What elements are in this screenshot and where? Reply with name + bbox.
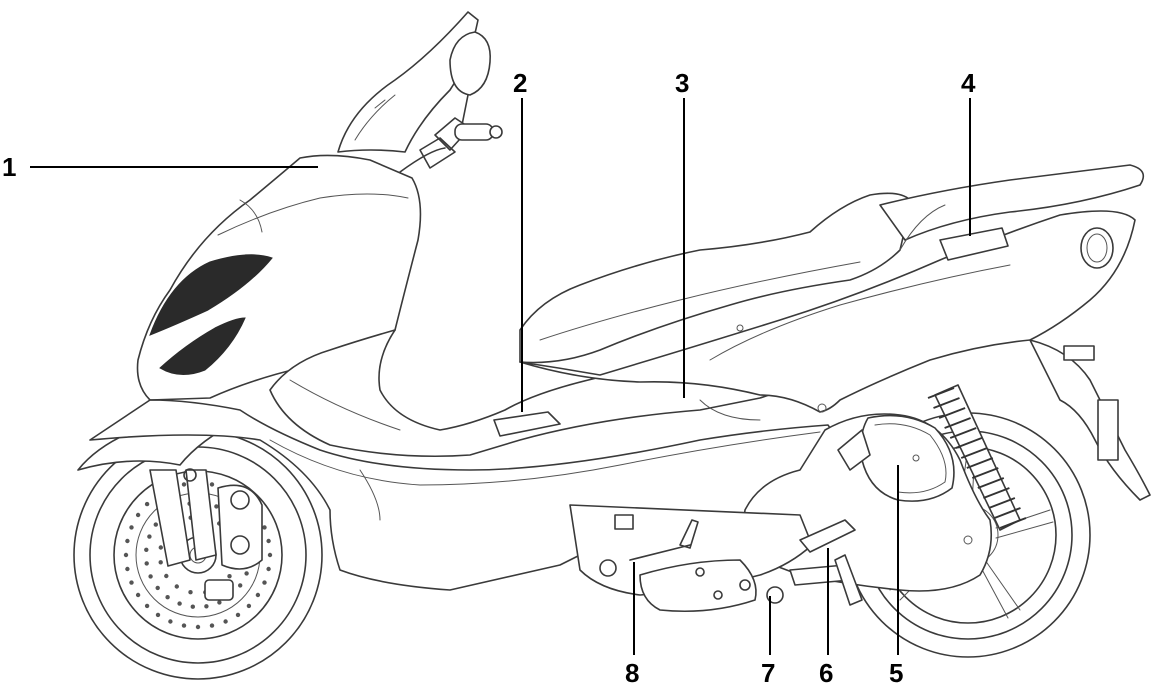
- disc-hole: [255, 592, 261, 598]
- spring-coil: [983, 487, 1010, 499]
- disc-hole: [148, 574, 153, 579]
- spring-coil: [927, 387, 955, 399]
- callout-3: 3: [675, 68, 689, 98]
- disc-hole: [123, 552, 129, 558]
- spring-coil: [971, 467, 999, 479]
- disc-hole: [217, 600, 222, 605]
- disc-hole: [155, 612, 161, 618]
- callouts: 1 2 3 4 5 6 7 8: [2, 68, 976, 687]
- front-fork: [149, 468, 263, 601]
- disc-hole: [190, 604, 195, 609]
- disc-hole: [177, 601, 182, 606]
- rear-fender: [1029, 339, 1151, 501]
- spring-coil: [938, 407, 966, 419]
- spring-coil: [933, 397, 960, 409]
- spring-coil: [960, 447, 988, 459]
- leader-lines: [30, 98, 971, 655]
- engine-block: [569, 504, 813, 612]
- disc-hole: [188, 590, 193, 595]
- spring-coil: [949, 427, 977, 439]
- spring-coil: [988, 497, 1016, 509]
- disc-hole: [266, 538, 271, 544]
- disc-hole: [125, 566, 130, 572]
- disc-hole: [238, 583, 243, 588]
- disc-hole: [165, 595, 170, 600]
- disc-hole: [214, 504, 219, 509]
- disc-hole: [144, 547, 149, 552]
- disc-hole: [204, 604, 209, 609]
- disc-hole: [209, 482, 215, 487]
- disc-hole: [168, 619, 173, 624]
- disc-hole: [223, 619, 228, 624]
- disc-hole: [246, 603, 252, 609]
- callout-2: 2: [513, 68, 527, 98]
- disc-hole: [155, 585, 160, 591]
- rear-shock: [927, 384, 1027, 531]
- disc-hole: [262, 580, 267, 585]
- seat: [519, 164, 1145, 364]
- front-cowl: [136, 154, 422, 401]
- disc-hole: [129, 525, 134, 530]
- callout-8: 8: [625, 658, 639, 687]
- disc-hole: [129, 580, 134, 585]
- disc-hole: [153, 522, 158, 527]
- disc-hole: [147, 534, 152, 539]
- disc-hole: [158, 560, 163, 565]
- callout-5: 5: [889, 658, 903, 687]
- side-stand: [599, 519, 863, 606]
- disc-hole: [174, 584, 179, 589]
- disc-hole: [144, 561, 149, 566]
- disc-hole: [144, 501, 150, 507]
- brake-lever: [629, 519, 699, 561]
- spring-coil: [999, 517, 1027, 529]
- handlebar: [399, 117, 503, 173]
- disc-hole: [181, 482, 187, 487]
- disc-hole: [125, 538, 130, 544]
- disc-hole: [181, 623, 187, 628]
- rear-side-cover: [519, 210, 1136, 421]
- disc-hole: [209, 623, 215, 628]
- disc-hole: [235, 612, 241, 618]
- disc-hole: [158, 545, 163, 550]
- disc-hole: [262, 525, 267, 530]
- disc-hole: [267, 552, 273, 558]
- mirror: [449, 31, 492, 126]
- callout-1: 1: [2, 152, 16, 182]
- disc-hole: [244, 571, 249, 576]
- spring-coil: [994, 507, 1021, 519]
- disc-hole: [266, 566, 271, 572]
- disc-hole: [227, 574, 232, 579]
- disc-hole: [195, 624, 201, 630]
- disc-hole: [144, 603, 150, 609]
- callout-4: 4: [961, 68, 976, 98]
- disc-hole: [135, 512, 141, 518]
- spring-coil: [944, 417, 971, 429]
- callout-6: 6: [819, 658, 833, 687]
- leg-shield: [269, 329, 831, 458]
- disc-hole: [164, 573, 169, 579]
- spring-coil: [955, 437, 983, 449]
- callout-7: 7: [761, 658, 775, 687]
- spring-coil: [977, 477, 1005, 489]
- spring-coil: [966, 457, 994, 469]
- disc-hole: [135, 592, 141, 598]
